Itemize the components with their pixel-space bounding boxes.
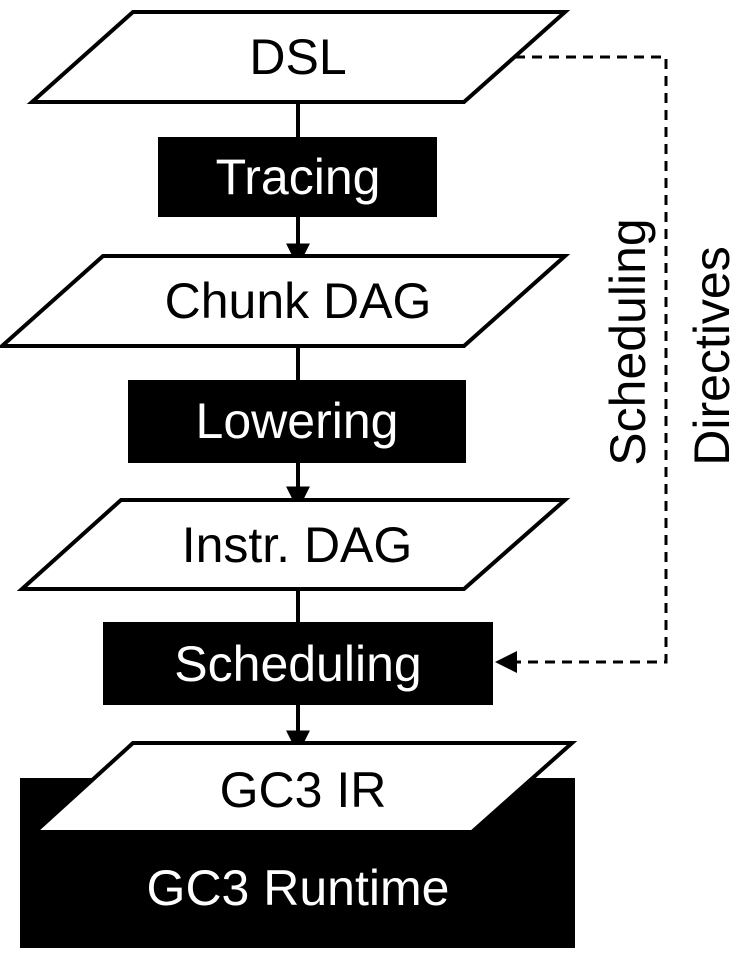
lowering-label: Lowering xyxy=(196,393,399,449)
scheduling-directives-label-line2: Directives xyxy=(684,246,740,465)
tracing-label: Tracing xyxy=(216,149,381,205)
chunk-dag-node xyxy=(0,254,571,348)
instr-dag-node xyxy=(16,498,571,591)
scheduling-box xyxy=(103,622,493,705)
tracing-box xyxy=(158,137,437,217)
scheduling-directives-label-line1: Scheduling xyxy=(600,218,656,465)
lowering-box xyxy=(128,380,466,463)
scheduling-directives-arrowhead xyxy=(495,651,517,673)
gc3-ir-label: GC3 IR xyxy=(220,762,387,818)
instr-dag-label: Instr. DAG xyxy=(182,517,413,573)
dsl-label: DSL xyxy=(249,29,346,85)
chunk-dag-label: Chunk DAG xyxy=(165,273,432,329)
scheduling-directives-path xyxy=(510,55,668,664)
gc3-runtime-label: GC3 Runtime xyxy=(147,860,450,916)
dsl-node xyxy=(26,10,571,104)
scheduling-label: Scheduling xyxy=(174,636,421,692)
gc3-ir-node xyxy=(29,741,578,834)
